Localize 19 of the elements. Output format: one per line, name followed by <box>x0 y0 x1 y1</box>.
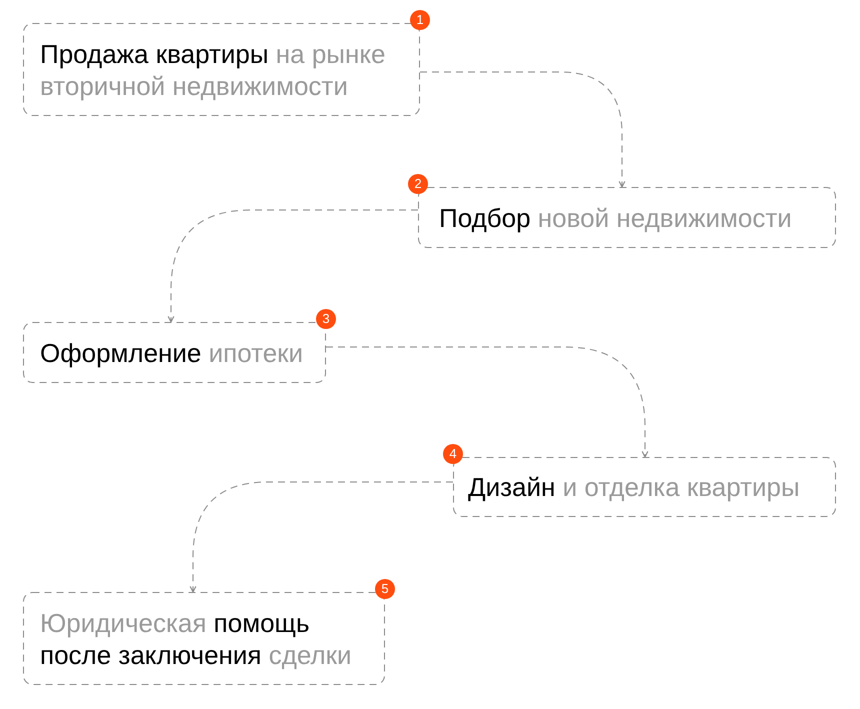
flow-arrow <box>420 72 626 188</box>
step-text: Юридическая помощь после заключения сделки <box>40 606 353 670</box>
step-text: Подбор новой недвижимости <box>439 202 793 234</box>
step-box <box>23 23 420 116</box>
step-number: 2 <box>408 174 428 194</box>
step-box <box>418 187 836 248</box>
step-text: Дизайн и отделка квартиры <box>468 471 801 503</box>
flow-arrow <box>326 346 648 458</box>
step-box <box>453 457 836 517</box>
step-number: 3 <box>316 309 336 329</box>
step-text: Оформление ипотеки <box>40 336 304 368</box>
step-number: 5 <box>375 579 395 599</box>
step-text: Продажа квартиры на рынке вторичной недвижимости <box>40 38 386 102</box>
step-number: 4 <box>443 444 463 464</box>
flow-arrow <box>190 482 454 593</box>
step-number: 1 <box>410 10 430 30</box>
step-box <box>23 322 326 383</box>
step-box <box>23 592 385 685</box>
flow-arrow <box>168 210 418 323</box>
